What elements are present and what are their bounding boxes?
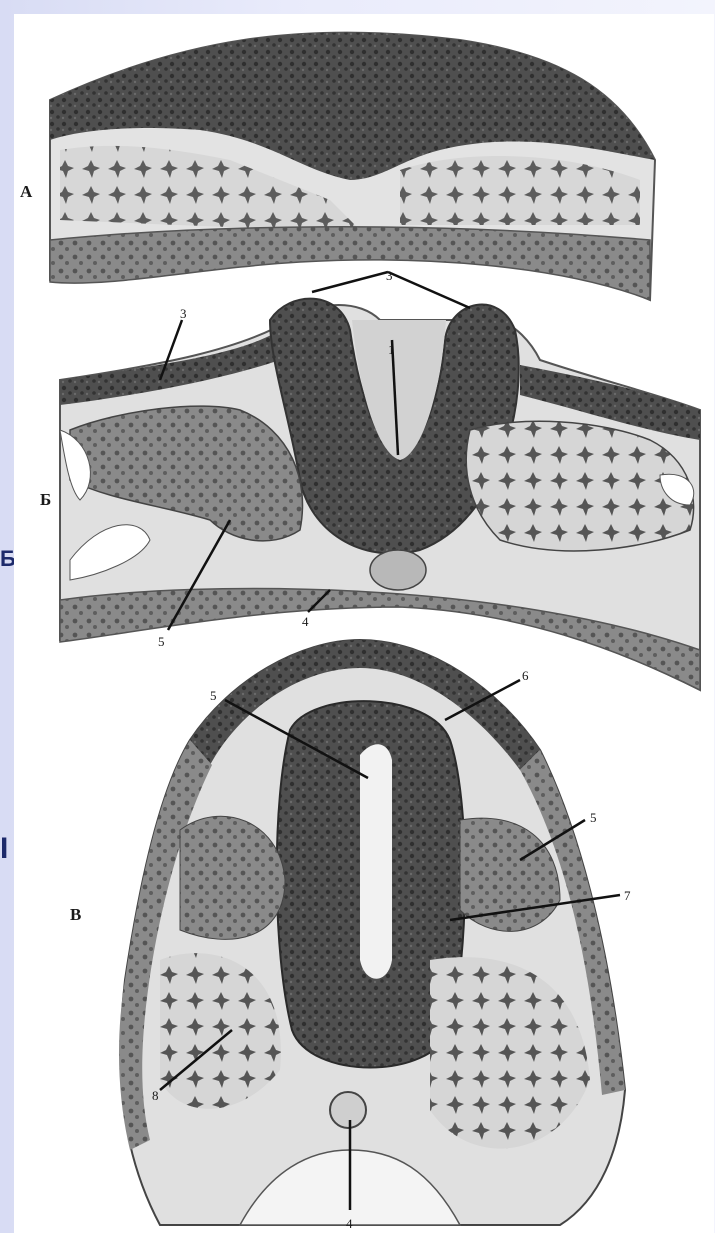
label-c-right-lower: 7 — [624, 888, 631, 903]
label-c-bottom: 4 — [346, 1216, 353, 1231]
panel-label-a: А — [20, 182, 32, 202]
label-b-bottom: 4 — [302, 614, 309, 629]
label-b-left-upper: 3 — [180, 306, 187, 321]
label-c-left-lower: 8 — [152, 1088, 159, 1103]
label-b-top: 3 — [386, 268, 393, 283]
panel-label-b: Б — [40, 490, 51, 510]
label-c-top-left: 5 — [210, 688, 217, 703]
label-b-left-lower: 5 — [158, 634, 165, 649]
panel-label-c: В — [70, 905, 81, 925]
label-c-top-right: 6 — [522, 668, 529, 683]
panel-a-section — [50, 33, 655, 301]
label-c-right-upper: 5 — [590, 810, 597, 825]
label-b-center: 1 — [388, 342, 395, 357]
